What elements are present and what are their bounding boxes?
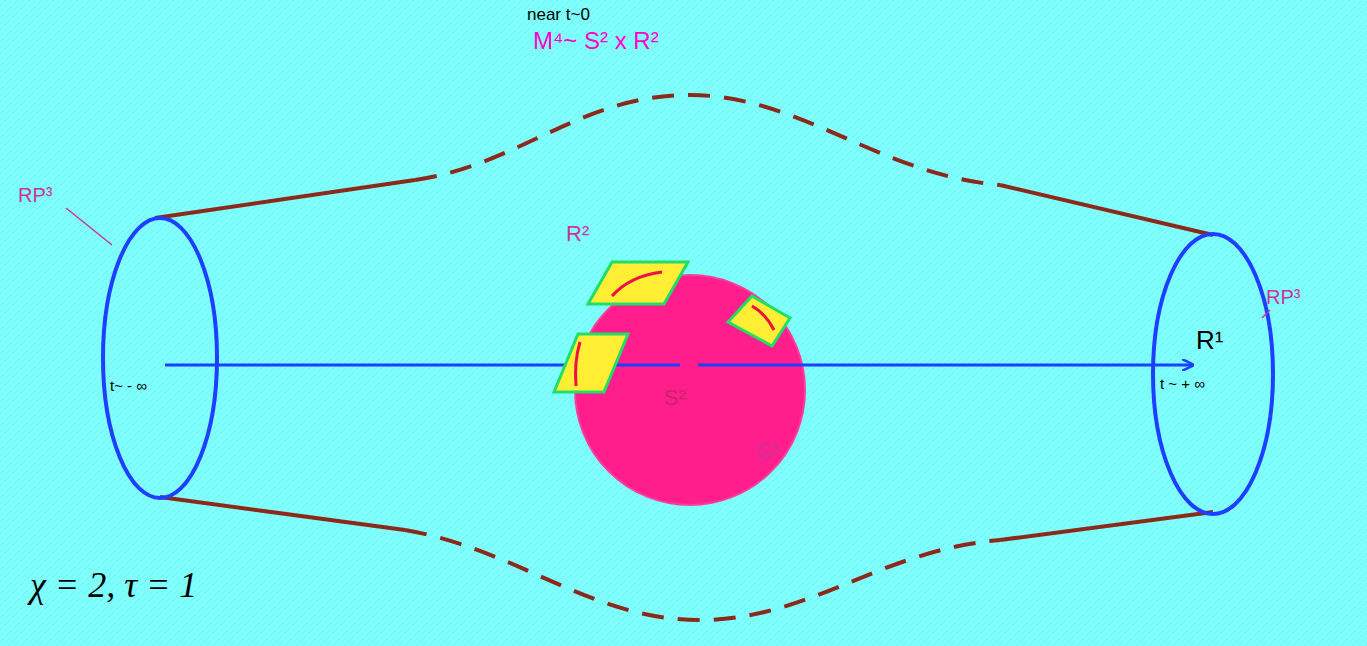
rp3-end-left: [103, 218, 217, 498]
tangent-arcs: [576, 272, 775, 386]
s2-sphere: [575, 275, 805, 505]
time-label: t~ - ∞: [110, 378, 147, 395]
invariants-text: χ = 2, τ = 1: [30, 566, 197, 606]
space-name: R¹: [1196, 326, 1223, 355]
note-text: near t~0: [527, 6, 590, 25]
tangent-planes: [554, 262, 790, 392]
r1-axis: [698, 364, 1192, 367]
space-name: R²: [566, 222, 589, 246]
leader-line: [66, 208, 112, 245]
space-name: S²: [756, 440, 778, 464]
time-label: t ~ + ∞: [1160, 376, 1205, 393]
leader-line: [1262, 310, 1270, 318]
manifold-outline: [155, 95, 1213, 620]
space-name: RP³: [18, 184, 52, 206]
space-name: RP³: [1266, 286, 1300, 308]
space-name: S²: [664, 386, 686, 410]
manifold-formula: M⁴~ S² x R²: [533, 28, 659, 54]
rp3-end-right: [1153, 234, 1273, 514]
